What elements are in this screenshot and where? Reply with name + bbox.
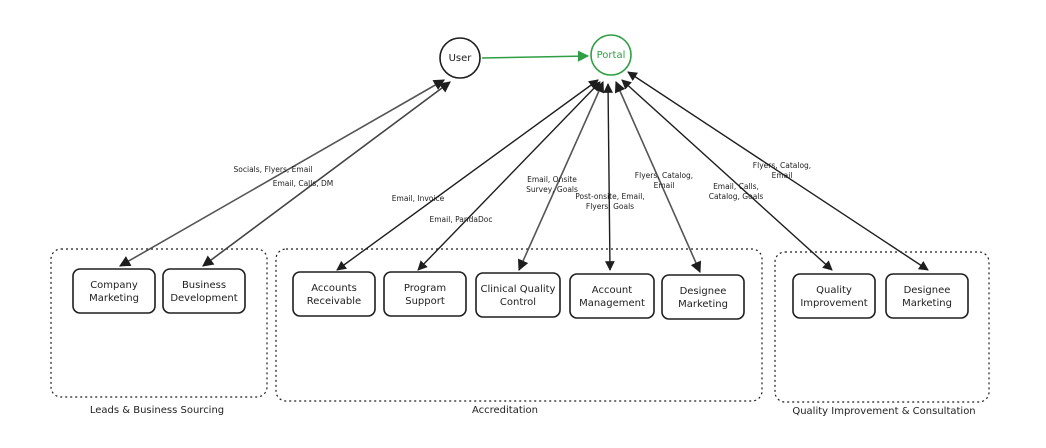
node-label-line: Designee <box>904 285 951 296</box>
node-label-line: Control <box>500 297 536 308</box>
user-label: User <box>449 53 473 64</box>
node-label-line: Marketing <box>678 299 728 310</box>
group-label-qi: Quality Improvement & Consultation <box>792 406 975 417</box>
node-label-line: Program <box>404 283 446 294</box>
node-designee-marketing-qi[interactable]: Designee Marketing <box>885 273 969 319</box>
node-company-marketing[interactable]: Company Marketing <box>72 268 156 314</box>
node-label-line: Account <box>592 285 632 296</box>
edge-label-business-development: Email, Calls, DM <box>273 179 334 188</box>
node-label-line: Accounts <box>311 283 357 294</box>
edge-account-management-arrow <box>603 83 615 271</box>
node-label-line: Business <box>182 280 226 291</box>
edge-label-line: Email, Calls, <box>713 182 759 191</box>
node-label-line: Improvement <box>800 298 867 309</box>
node-label-line: Management <box>579 298 645 309</box>
edge-label-line: Email <box>772 171 793 180</box>
edge-label-line: Flyers, Goals <box>586 202 634 211</box>
edge-label-account-management: Post-onsite, Email, Flyers, Goals <box>575 192 644 211</box>
edge-label-line: Email, PandaDoc <box>430 215 493 224</box>
group-accreditation: Accreditation <box>275 248 763 416</box>
portal-node[interactable]: Portal <box>590 34 632 76</box>
portal-label: Portal <box>597 50 626 61</box>
edge-label-line: Email <box>654 181 675 190</box>
node-accounts-receivable[interactable]: Accounts Receivable <box>292 271 376 317</box>
user-to-portal-arrow <box>481 50 590 62</box>
node-label-line: Designee <box>680 286 727 297</box>
group-leads-business-sourcing: Leads & Business Sourcing <box>50 248 268 416</box>
node-label-line: Company <box>90 280 138 291</box>
node-designee-marketing-accreditation[interactable]: Designee Marketing <box>661 274 745 320</box>
edge-label-quality-improvement: Email, Calls, Catalog, Goals <box>709 182 764 201</box>
node-quality-improvement[interactable]: Quality Improvement <box>792 273 876 319</box>
edge-label-line: Survey, Goals <box>526 185 578 194</box>
edge-label-line: Flyers, Catalog, <box>635 171 693 180</box>
node-business-development[interactable]: Business Development <box>162 268 246 314</box>
edge-label-accounts-receivable: Email, Invoice <box>392 194 445 203</box>
edge-label-program-support: Email, PandaDoc <box>430 215 493 224</box>
node-account-management[interactable]: Account Management <box>569 273 655 319</box>
edge-business-development-arrow <box>202 81 451 267</box>
node-clinical-quality-control[interactable]: Clinical Quality Control <box>475 272 561 318</box>
edge-clinical-quality-control-arrow <box>517 80 605 272</box>
edge-label-line: Email, Onsite <box>527 175 577 184</box>
edge-designee-marketing-qi-arrow <box>627 71 929 271</box>
node-program-support[interactable]: Program Support <box>383 271 467 317</box>
edge-label-line: Flyers, Catalog, <box>753 161 811 170</box>
node-label-line: Clinical Quality <box>481 284 556 295</box>
group-label-accreditation: Accreditation <box>472 405 538 416</box>
node-label-line: Quality <box>816 285 852 296</box>
edge-label-line: Email, Invoice <box>392 194 445 203</box>
node-label-line: Marketing <box>902 298 952 309</box>
node-label-line: Support <box>405 296 445 307</box>
edge-label-designee-marketing-accreditation: Flyers, Catalog, Email <box>635 171 693 190</box>
user-node[interactable]: User <box>439 37 481 79</box>
edge-label-line: Post-onsite, Email, <box>575 192 644 201</box>
edge-label-line: Catalog, Goals <box>709 192 764 201</box>
edge-label-line: Email, Calls, DM <box>273 179 334 188</box>
edge-label-clinical-quality-control: Email, Onsite Survey, Goals <box>526 175 578 194</box>
edge-label-company-marketing: Socials, Flyers, Email <box>234 165 313 174</box>
edge-label-designee-marketing-qi: Flyers, Catalog, Email <box>753 161 811 180</box>
group-label-leads: Leads & Business Sourcing <box>90 405 224 416</box>
edge-label-line: Socials, Flyers, Email <box>234 165 313 174</box>
node-label-line: Development <box>170 293 237 304</box>
node-label-line: Receivable <box>307 296 361 307</box>
node-label-line: Marketing <box>89 293 139 304</box>
